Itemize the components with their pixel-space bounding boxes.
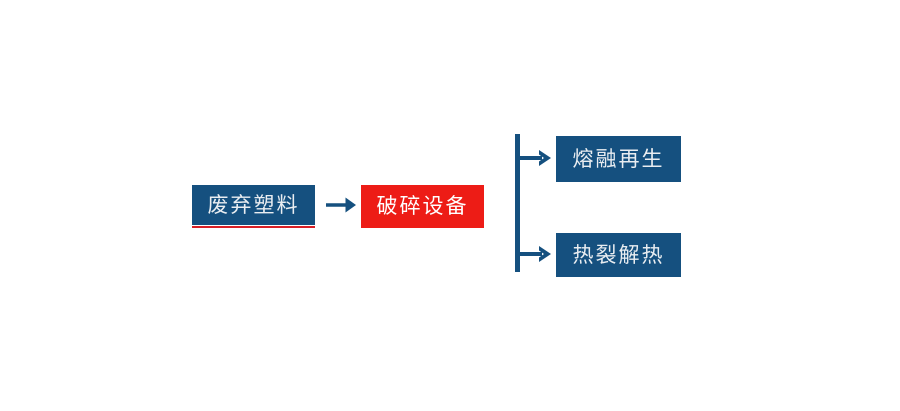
node-waste-plastic-label: 废弃塑料 [207,193,300,217]
node-crusher[interactable]: 破碎设备 [361,185,484,228]
arrow-right-icon [324,189,358,221]
node-waste-plastic[interactable]: 废弃塑料 [192,185,315,225]
node-melt-regeneration[interactable]: 熔融再生 [556,136,681,182]
node-crusher-label: 破碎设备 [376,195,469,218]
node-pyrolysis[interactable]: 热裂解热 [556,233,681,277]
branch-split-icon [508,126,558,280]
node-waste-plastic-underline [192,226,315,228]
branch-split-icon-svg [515,134,551,272]
node-pyrolysis-label: 热裂解热 [572,243,665,267]
arrow-right-icon-svg [326,197,356,213]
node-melt-regeneration-label: 熔融再生 [572,147,665,171]
